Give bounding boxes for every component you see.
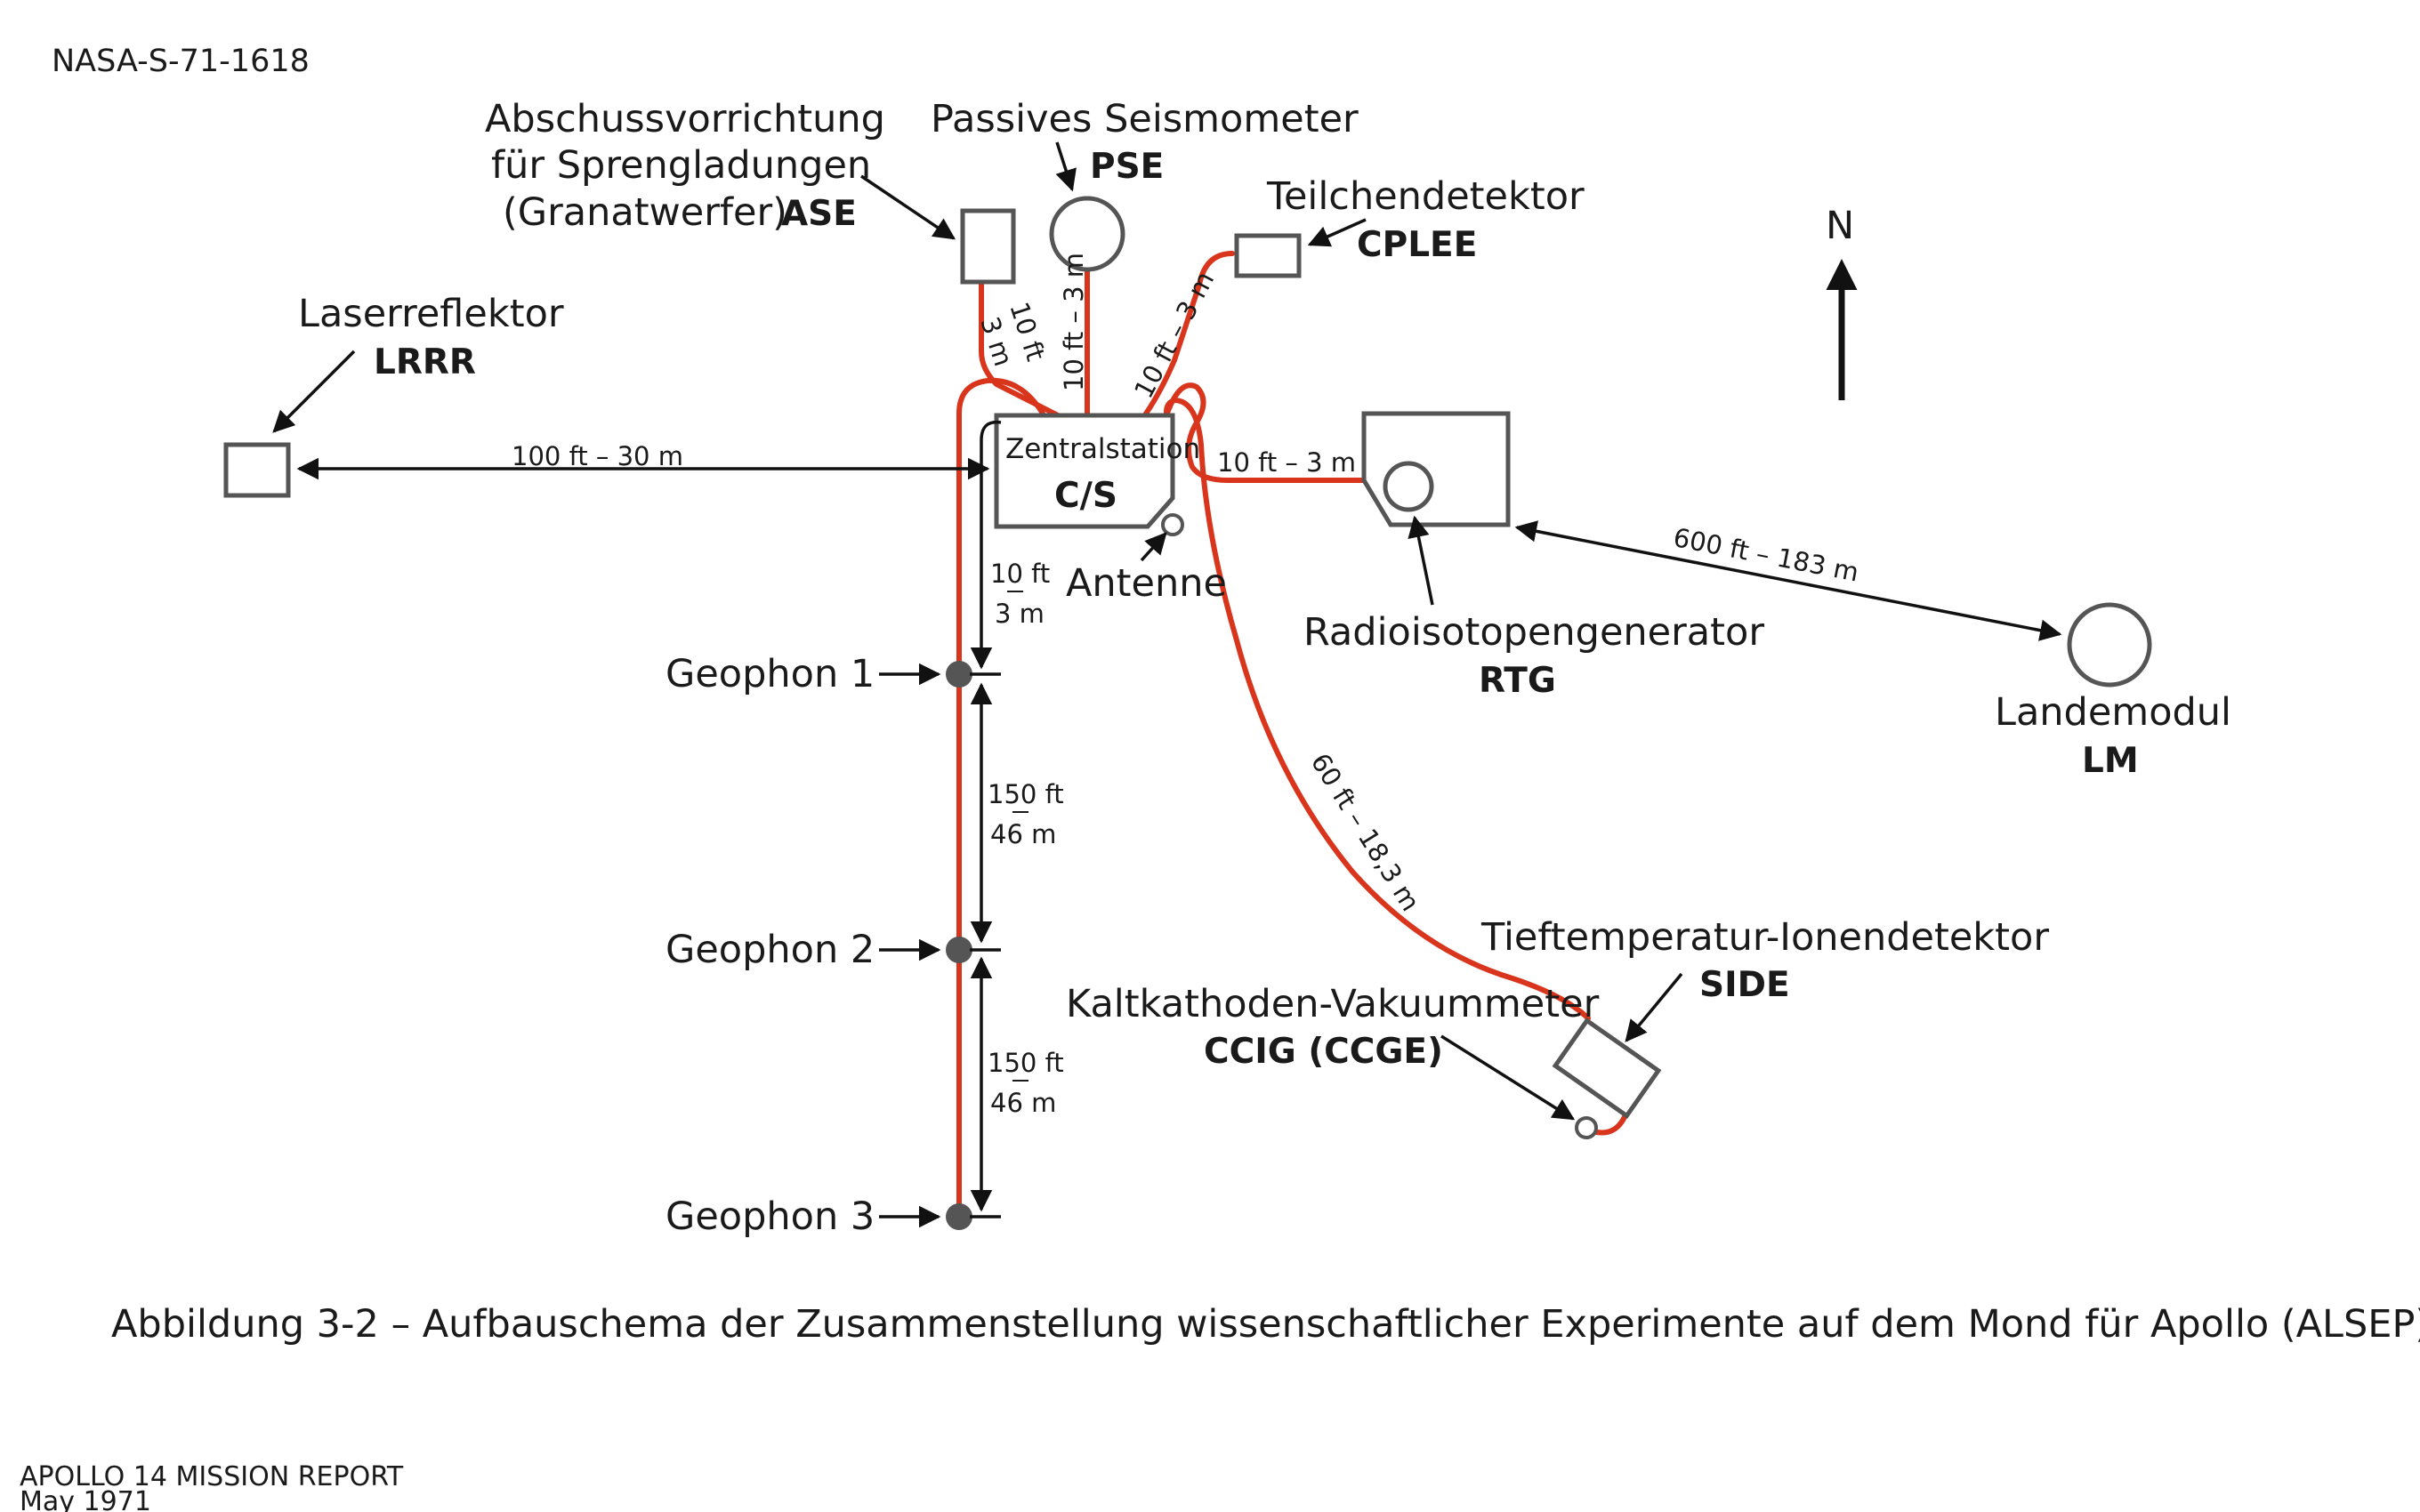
- north-label: N: [1826, 204, 1854, 248]
- ccig-abbr: CCIG (CCGE): [1204, 1032, 1443, 1072]
- rtg-box: [1361, 411, 1511, 527]
- cable-cplee: [1143, 251, 1235, 416]
- pse-abbr: PSE: [1090, 147, 1164, 187]
- side-box: [1552, 1017, 1662, 1119]
- cplee-box: [1234, 233, 1302, 278]
- pse-label: Passives Seismometer: [931, 97, 1359, 141]
- north-arrow-icon: N: [1826, 204, 1858, 400]
- side-label: Tieftemperatur-Ionendetektor: [1480, 915, 2049, 960]
- geophone-2-dot: [946, 937, 972, 963]
- dist-geo1-geo2-m: 46 m: [990, 819, 1056, 849]
- dist-lrrr-cs: 100 ft – 30 m: [512, 441, 683, 471]
- rtg-circle: [1383, 461, 1434, 512]
- lm-circle: [2067, 602, 2152, 688]
- lrrr-pointer: [272, 350, 356, 433]
- antenna-circle: [1161, 513, 1184, 536]
- dist-geo1-geo2-ft: 150 ft: [988, 779, 1064, 809]
- footer-report: APOLLO 14 MISSION REPORT: [20, 1461, 404, 1492]
- dist-pse: 10 ft – 3 m: [1059, 253, 1089, 391]
- dist-geo2-geo3-m: 46 m: [990, 1088, 1056, 1118]
- pse-circle: [1049, 196, 1125, 272]
- dist-geo2-geo3-ft: 150 ft: [988, 1048, 1064, 1078]
- dist-cplee: 10 ft – 3 m: [1128, 267, 1220, 404]
- rtg-abbr: RTG: [1479, 661, 1556, 701]
- geophone-3-dot: [946, 1203, 972, 1230]
- side-abbr: SIDE: [1699, 965, 1790, 1005]
- lm-label: Landemodul: [1995, 690, 2231, 735]
- central-station-box: [994, 413, 1175, 529]
- lm-abbr: LM: [2082, 741, 2139, 781]
- ase-label-line1: Abschussvorrichtung: [485, 97, 885, 141]
- rtg-label: Radioisotopengenerator: [1303, 610, 1764, 655]
- footer-date: May 1971: [20, 1486, 151, 1512]
- pse-pointer: [1055, 141, 1077, 192]
- rtg-pointer: [1408, 515, 1434, 606]
- cable-side: [1164, 398, 1591, 1021]
- ase-label-line2: für Sprengladungen: [491, 143, 871, 188]
- cplee-abbr: CPLEE: [1357, 225, 1477, 265]
- dimension-arrows: [272, 141, 2062, 1228]
- antenna-pointer: [1140, 532, 1167, 562]
- cable-geophones: [956, 377, 1048, 1219]
- geophone-1-label: Geophon 1: [666, 652, 875, 696]
- lrrr-label: Laserreflektor: [298, 292, 564, 336]
- cplee-pointer: [1307, 218, 1367, 247]
- ccig-label: Kaltkathoden-Vakuummeter: [1066, 982, 1600, 1026]
- cs-label: Zentralstation: [1005, 433, 1200, 465]
- cables: [956, 251, 1631, 1219]
- dist-cs-geo1-m: 3 m: [995, 599, 1045, 629]
- antenna-label: Antenne: [1066, 561, 1227, 606]
- side-pointer: [1625, 972, 1683, 1042]
- lrrr-abbr: LRRR: [374, 342, 476, 382]
- ase-box: [960, 208, 1016, 285]
- dist-rtg: 10 ft – 3 m: [1217, 447, 1356, 478]
- dist-cs-geo1-ft: 10 ft: [990, 559, 1050, 589]
- lrrr-box: [223, 442, 291, 498]
- geophone-1-dot: [946, 661, 972, 688]
- cs-abbr: C/S: [1054, 476, 1117, 516]
- geophone-2-label: Geophon 2: [666, 928, 875, 972]
- ccig-pointer: [1440, 1034, 1576, 1121]
- cplee-label: Teilchendetektor: [1266, 174, 1585, 219]
- ase-abbr: ASE: [781, 194, 857, 234]
- ase-label-line3: (Granatwerfer): [503, 190, 787, 235]
- geophone-markers: [946, 661, 1001, 1230]
- document-id: NASA-S-71-1618: [52, 44, 310, 79]
- ase-pointer: [860, 174, 956, 240]
- cable-ase: [979, 282, 1066, 421]
- figure-caption: Abbildung 3-2 – Aufbauschema der Zusamme…: [111, 1302, 2420, 1347]
- geophone-3-label: Geophon 3: [666, 1194, 875, 1239]
- ccig-circle: [1575, 1116, 1598, 1139]
